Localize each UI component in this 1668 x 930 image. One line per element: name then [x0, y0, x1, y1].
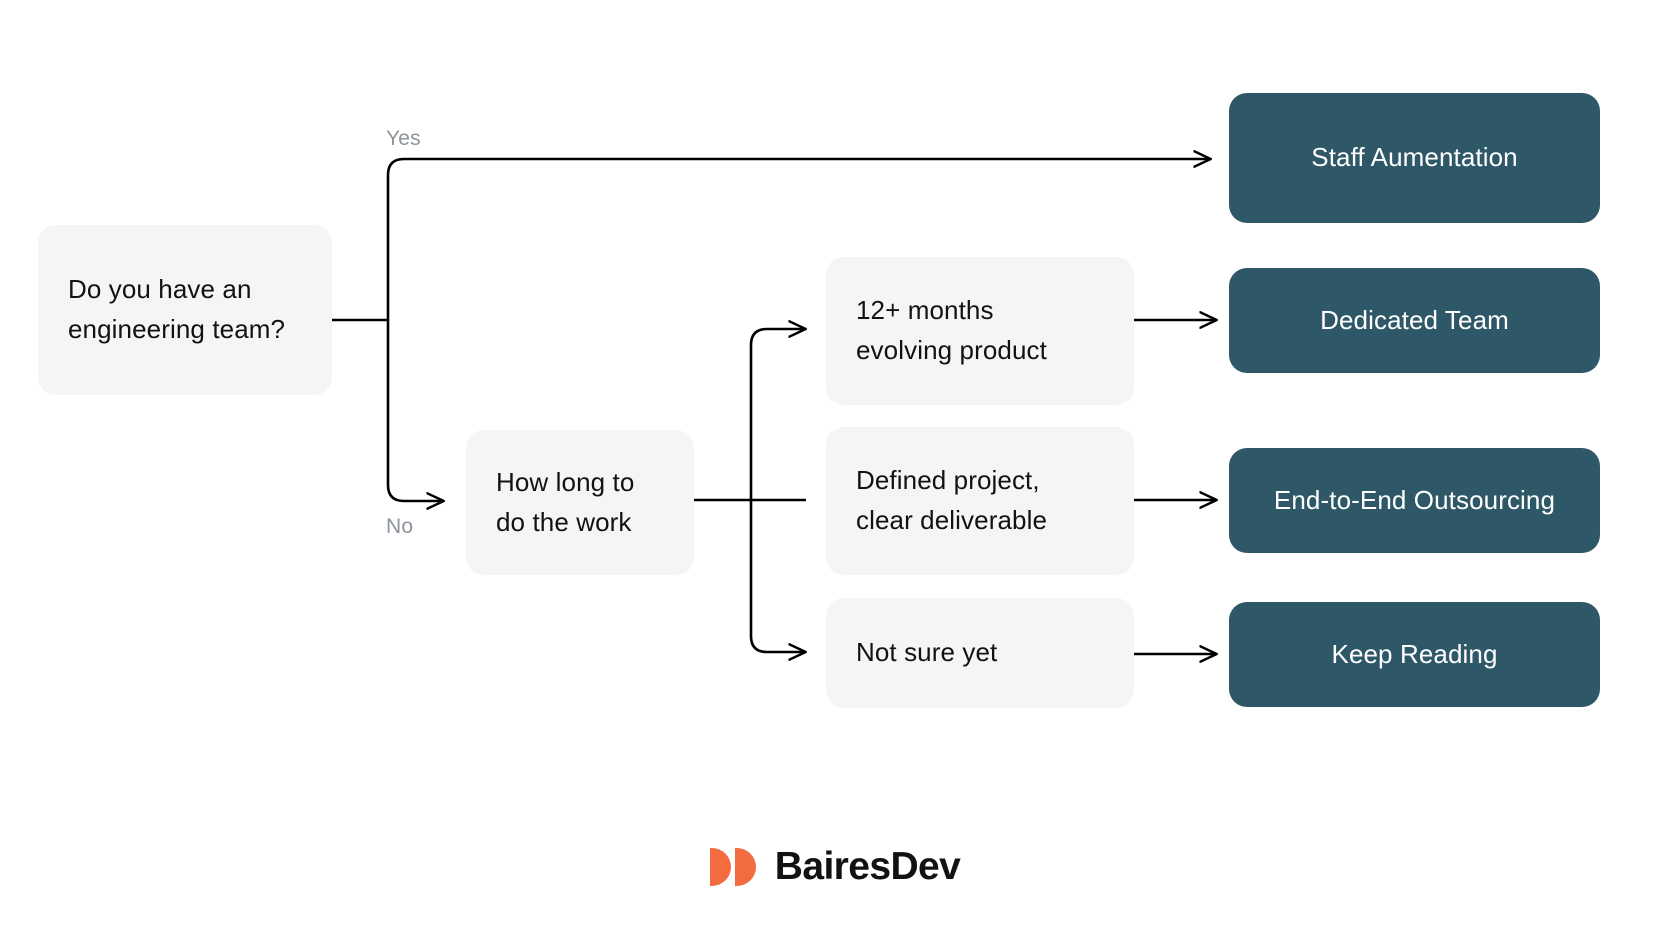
edge-label-no: No [386, 515, 414, 538]
edge-duration-long [749, 329, 805, 346]
edge-label-yes: Yes [386, 127, 421, 150]
node-option-unsure-label: Not sure yet [856, 637, 998, 668]
node-question-root[interactable]: Do you have an engineering team? [38, 225, 332, 395]
brand-footer: BairesDev [0, 845, 1668, 889]
node-outcome-end-to-end-outsourcing[interactable]: End-to-End Outsourcing [1229, 448, 1600, 553]
node-question-duration[interactable]: How long to do the work [466, 430, 694, 575]
node-option-long[interactable]: 12+ months evolving product [826, 257, 1134, 405]
node-question-root-label: Do you have an engineering team? [68, 274, 286, 344]
node-option-long-label: 12+ months evolving product [856, 295, 1047, 365]
node-outcome-staff-augmentation-label: Staff Aumentation [1311, 142, 1518, 173]
edge-duration-unsure [749, 635, 805, 652]
node-outcome-dedicated-team-label: Dedicated Team [1320, 304, 1509, 335]
node-option-defined[interactable]: Defined project, clear deliverable [826, 427, 1134, 575]
node-outcome-keep-reading[interactable]: Keep Reading [1229, 602, 1600, 707]
node-outcome-keep-reading-label: Keep Reading [1331, 638, 1498, 669]
node-option-defined-label: Defined project, clear deliverable [856, 465, 1048, 535]
node-outcome-end-to-end-outsourcing-label: End-to-End Outsourcing [1273, 484, 1556, 515]
brand-name: BairesDev [774, 845, 961, 888]
bairesdev-logo-mark [709, 848, 756, 886]
node-option-unsure[interactable]: Not sure yet [826, 598, 1134, 708]
node-outcome-staff-augmentation[interactable]: Staff Aumentation [1229, 93, 1600, 223]
edge-root-no [386, 320, 443, 501]
node-outcome-dedicated-team[interactable]: Dedicated Team [1229, 268, 1600, 373]
node-question-duration-label: How long to do the work [496, 466, 635, 537]
